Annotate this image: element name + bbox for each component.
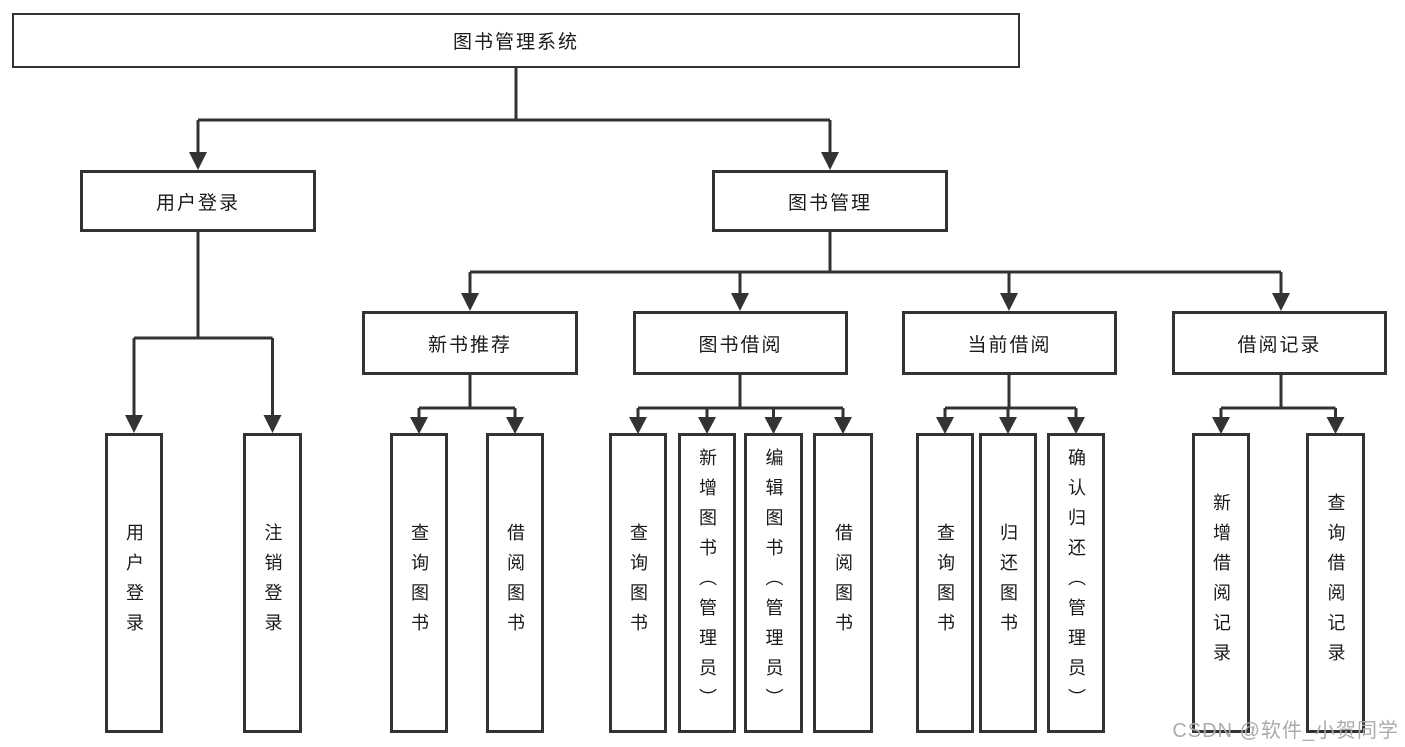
node-book-management-label: 图书管理 [787, 192, 872, 214]
node-current-borrow-label: 当前借阅 [967, 334, 1052, 356]
leaf-current-query-books: 查询图书 [916, 433, 974, 733]
leaf-edit-books-admin-label: 编辑图书（管理员） [763, 448, 784, 718]
leaf-confirm-return-admin: 确认归还（管理员） [1047, 433, 1105, 733]
leaf-add-borrow-record-label: 新增借阅记录 [1211, 493, 1231, 673]
leaf-recommend-query-books-label: 查询图书 [409, 523, 429, 643]
node-book-borrow-label: 图书借阅 [698, 334, 783, 356]
leaf-user-login-label: 用户登录 [124, 523, 144, 643]
node-root: 图书管理系统 [12, 13, 1020, 68]
leaf-recommend-query-books: 查询图书 [390, 433, 448, 733]
leaf-current-query-books-label: 查询图书 [935, 523, 955, 643]
leaf-add-books-admin-label: 新增图书（管理员） [697, 448, 717, 718]
leaf-return-books-label: 归还图书 [998, 523, 1018, 643]
node-borrow-records-label: 借阅记录 [1237, 334, 1322, 356]
leaf-confirm-return-admin-label: 确认归还（管理员） [1066, 448, 1086, 718]
leaf-borrow-query-books: 查询图书 [609, 433, 667, 733]
node-new-book-recommend-label: 新书推荐 [427, 334, 512, 356]
csdn-watermark: CSDN @软件_小贺同学 [1172, 720, 1399, 742]
leaf-recommend-borrow-books: 借阅图书 [486, 433, 544, 733]
leaf-user-login: 用户登录 [105, 433, 163, 733]
leaf-borrow-query-books-label: 查询图书 [628, 523, 648, 643]
leaf-add-borrow-record: 新增借阅记录 [1192, 433, 1250, 733]
node-user-login: 用户登录 [80, 170, 316, 232]
node-user-login-label: 用户登录 [155, 192, 240, 214]
leaf-logout-label: 注销登录 [262, 523, 283, 643]
leaf-recommend-borrow-books-label: 借阅图书 [505, 523, 525, 643]
leaf-borrow-books-label: 借阅图书 [833, 523, 853, 643]
leaf-query-borrow-record-label: 查询借阅记录 [1325, 493, 1346, 673]
node-borrow-records: 借阅记录 [1172, 311, 1387, 375]
leaf-return-books: 归还图书 [979, 433, 1037, 733]
node-new-book-recommend: 新书推荐 [362, 311, 578, 375]
leaf-edit-books-admin: 编辑图书（管理员） [744, 433, 803, 733]
leaf-add-books-admin: 新增图书（管理员） [678, 433, 736, 733]
node-root-label: 图书管理系统 [452, 32, 579, 53]
leaf-borrow-books: 借阅图书 [813, 433, 873, 733]
leaf-logout: 注销登录 [243, 433, 302, 733]
leaf-query-borrow-record: 查询借阅记录 [1306, 433, 1365, 733]
node-current-borrow: 当前借阅 [902, 311, 1117, 375]
node-book-management: 图书管理 [712, 170, 948, 232]
node-book-borrow: 图书借阅 [633, 311, 848, 375]
